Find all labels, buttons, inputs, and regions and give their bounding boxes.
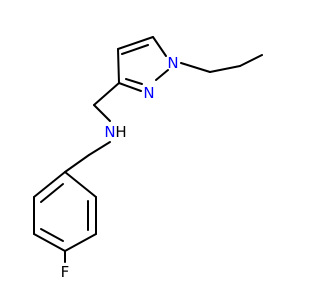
- bond: [209, 65, 241, 73]
- atom-label-n1: N: [167, 54, 178, 72]
- bond: [155, 69, 169, 81]
- bond: [40, 183, 64, 203]
- bond: [33, 171, 66, 198]
- atom-label-n2: N: [143, 84, 154, 102]
- bond: [121, 44, 149, 55]
- bond: [40, 228, 64, 242]
- bond: [93, 82, 120, 106]
- bond: [125, 78, 143, 85]
- bond: [152, 36, 167, 57]
- bond: [93, 104, 111, 122]
- atom-labels: N N N H F: [61, 54, 179, 281]
- bond: [64, 154, 90, 173]
- bonds: [33, 36, 263, 263]
- bond: [180, 62, 211, 73]
- bond: [239, 54, 263, 67]
- bond: [117, 36, 154, 50]
- bond: [33, 233, 66, 252]
- atom-label-h: H: [115, 123, 126, 141]
- bond: [118, 82, 142, 92]
- molecule-diagram: N N N H F: [33, 36, 263, 281]
- atom-label-nh: N: [104, 123, 115, 141]
- bond: [117, 48, 120, 84]
- bond: [64, 233, 97, 252]
- atom-label-f: F: [61, 263, 70, 281]
- bond: [88, 141, 111, 156]
- bond: [64, 171, 97, 198]
